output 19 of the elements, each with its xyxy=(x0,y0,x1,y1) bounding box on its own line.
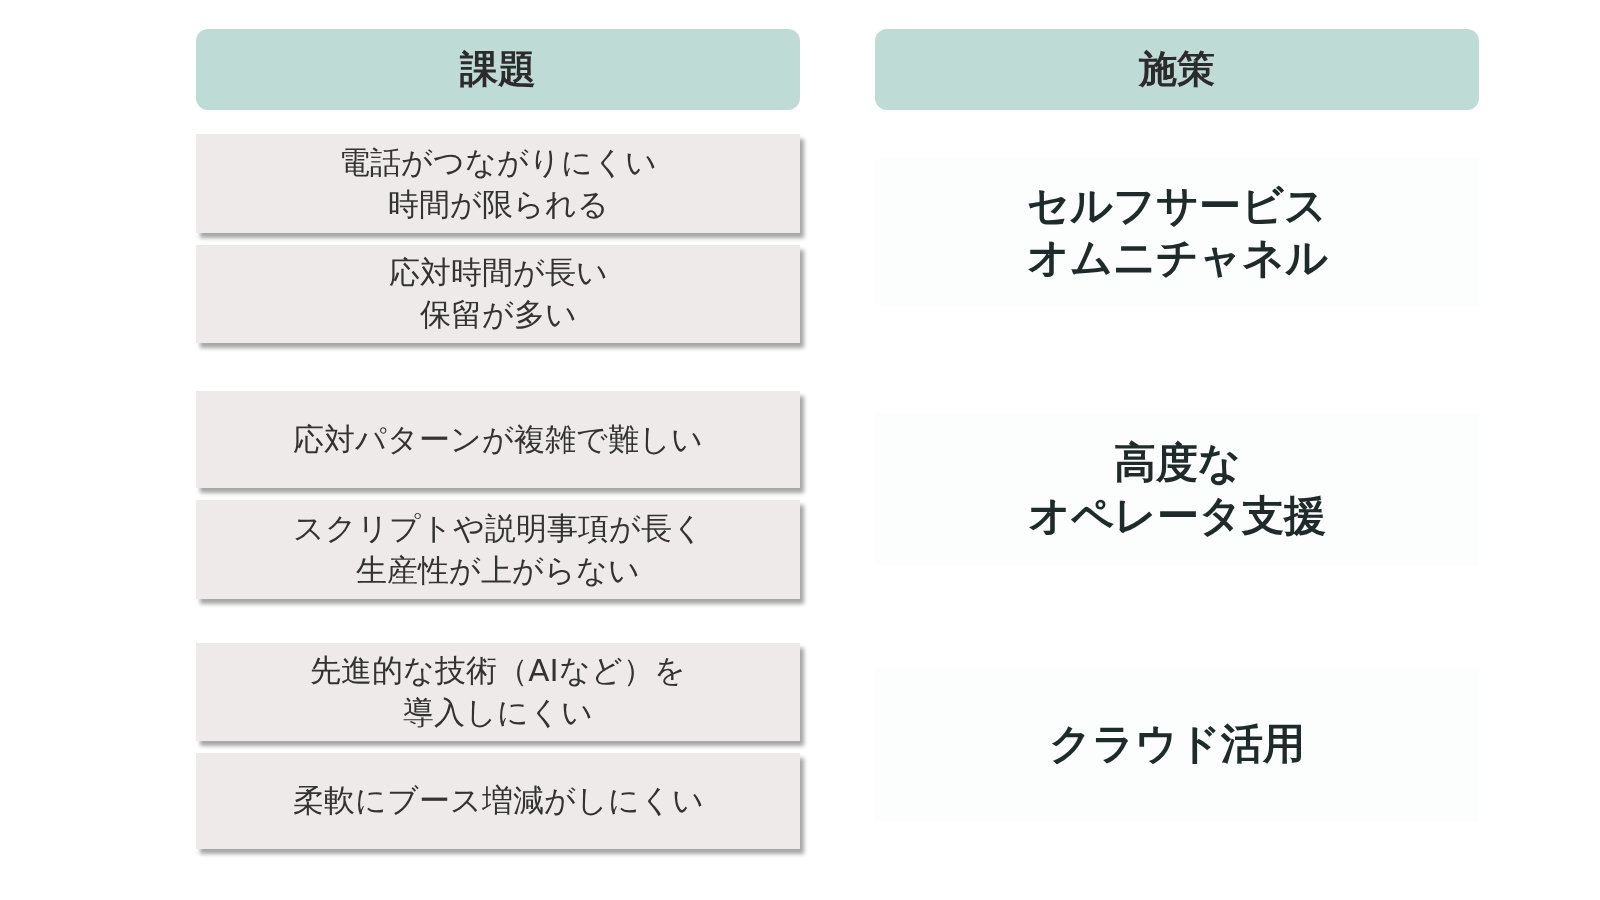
issue-box xyxy=(196,500,800,599)
issue-box xyxy=(196,643,800,741)
issue-text: 応対パターンが複雑で難しい xyxy=(293,419,703,459)
measure-text: クラウド活用 xyxy=(1049,718,1305,771)
issue-text: 電話がつながりにくい時間が限られる xyxy=(339,142,657,224)
issue-box xyxy=(196,753,800,849)
measure-text: 高度なオペレータ支援 xyxy=(1028,437,1326,542)
issue-text: スクリプトや説明事項が長く生産性が上がらない xyxy=(292,508,704,590)
measure-text: セルフサービスオムニチャネル xyxy=(1026,179,1328,284)
issue-box xyxy=(196,245,800,343)
header-bar xyxy=(196,29,800,110)
issue-text: 応対時間が長い保留が多い xyxy=(388,253,608,334)
issue-box xyxy=(196,391,800,488)
issue-text: 先進的な技術（AIなど）を導入しにくい xyxy=(310,651,686,732)
issue-box xyxy=(196,134,800,233)
header-bar xyxy=(875,29,1479,110)
issue-text: 柔軟にブース増減がしにくい xyxy=(292,781,704,821)
column-heading: 施策 xyxy=(1139,46,1215,93)
column-heading: 課題 xyxy=(460,46,536,93)
